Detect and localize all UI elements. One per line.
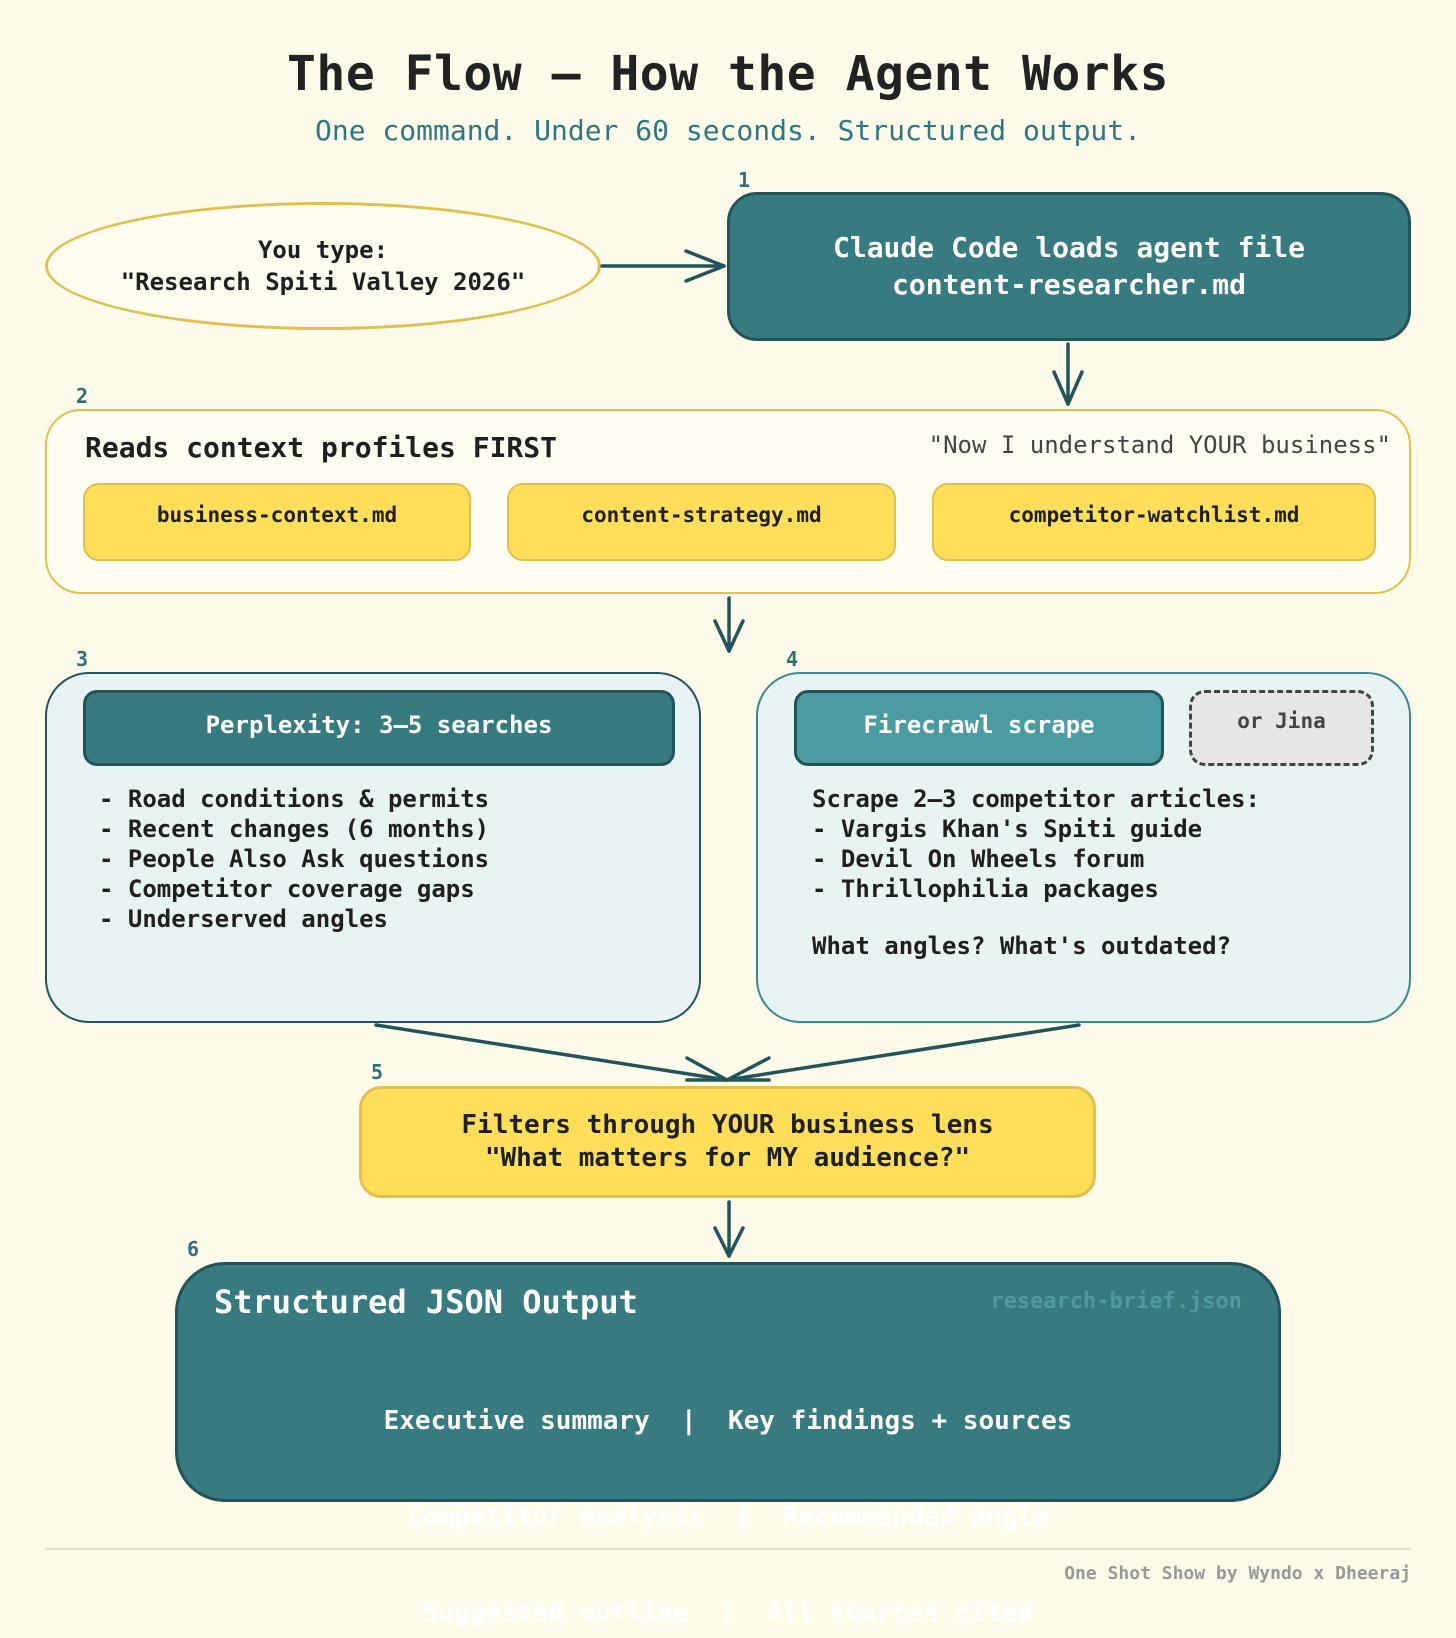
arrow-perplexity-to-filter (374, 1023, 729, 1082)
context-profiles-panel: Reads context profiles FIRST "Now I unde… (45, 409, 1411, 594)
context-quote: "Now I understand YOUR business" (928, 431, 1391, 459)
output-sections: Executive summary | Key findings + sourc… (178, 1341, 1278, 1638)
arrow-context-to-searches (713, 596, 745, 653)
page-title: The Flow – How the Agent Works (287, 46, 1169, 102)
list-item: - People Also Ask questions (99, 845, 490, 873)
list-item: - Road conditions & permits (99, 785, 490, 813)
load-agent-box: Claude Code loads agent file content-res… (727, 192, 1411, 341)
perplexity-header: Perplexity: 3–5 searches (83, 690, 675, 766)
firecrawl-panel: Firecrawl scrape or Jina Scrape 2–3 comp… (756, 672, 1411, 1023)
list-item: - Vargis Khan's Spiti guide (812, 815, 1203, 843)
firecrawl-question: What angles? What's outdated? (812, 932, 1232, 960)
firecrawl-header: Firecrawl scrape (794, 690, 1164, 766)
arrow-input-to-load (600, 249, 726, 283)
list-item: - Competitor coverage gaps (99, 875, 475, 903)
page-subtitle: One command. Under 60 seconds. Structure… (314, 114, 1141, 147)
step-number-1: 1 (738, 168, 751, 192)
json-output-box: Structured JSON Output research-brief.js… (175, 1262, 1281, 1628)
step-number-2: 2 (76, 384, 89, 408)
output-filename: research-brief.json (990, 1289, 1242, 1314)
perplexity-list: - Road conditions & permits - Recent cha… (99, 784, 489, 934)
step-number-6: 6 (187, 1237, 200, 1261)
list-item: - Recent changes (6 months) (99, 815, 490, 843)
user-input-label: You type: (257, 235, 389, 264)
business-lens-filter-box: Filters through YOUR business lens "What… (359, 1086, 1096, 1198)
arrowhead-converge (685, 1056, 771, 1082)
list-item: - Devil On Wheels forum (812, 845, 1145, 873)
output-line: Suggested outline | All sources cited (422, 1598, 1034, 1628)
output-line: Executive summary | Key findings + sourc… (383, 1406, 1073, 1436)
jina-alternative-chip: or Jina (1189, 690, 1374, 766)
list-item: Scrape 2–3 competitor articles: (812, 785, 1260, 813)
step-number-5: 5 (371, 1060, 384, 1084)
list-item: - Underserved angles (99, 905, 388, 933)
step-number-4: 4 (786, 647, 799, 671)
arrow-load-to-context (1052, 342, 1084, 406)
context-heading: Reads context profiles FIRST (85, 431, 558, 464)
arrow-filter-to-output (713, 1200, 745, 1258)
step-number-3: 3 (76, 647, 89, 671)
load-agent-text: Claude Code loads agent file (832, 231, 1305, 265)
list-item: - Thrillophilia packages (812, 875, 1159, 903)
file-chip-business-context: business-context.md (83, 483, 471, 561)
arrow-firecrawl-to-filter (725, 1023, 1081, 1082)
user-input-ellipse: You type: "Research Spiti Valley 2026" (45, 202, 601, 330)
agent-filename: content-researcher.md (891, 267, 1246, 301)
filter-text: Filters through YOUR business lens (461, 1109, 994, 1140)
user-input-command: "Research Spiti Valley 2026" (120, 268, 526, 296)
file-chip-competitor-watchlist: competitor-watchlist.md (932, 483, 1376, 561)
output-title: Structured JSON Output (214, 1283, 638, 1321)
perplexity-panel: Perplexity: 3–5 searches - Road conditio… (45, 672, 701, 1023)
file-chip-content-strategy: content-strategy.md (507, 483, 896, 561)
footer-divider (45, 1548, 1411, 1550)
footer-credit: One Shot Show by Wyndo x Dheeraj (1064, 1563, 1411, 1584)
filter-question: "What matters for MY audience?" (484, 1143, 971, 1173)
output-line: Competitor analysis | Recommended angle (407, 1502, 1049, 1532)
firecrawl-list: Scrape 2–3 competitor articles: - Vargis… (812, 784, 1260, 904)
